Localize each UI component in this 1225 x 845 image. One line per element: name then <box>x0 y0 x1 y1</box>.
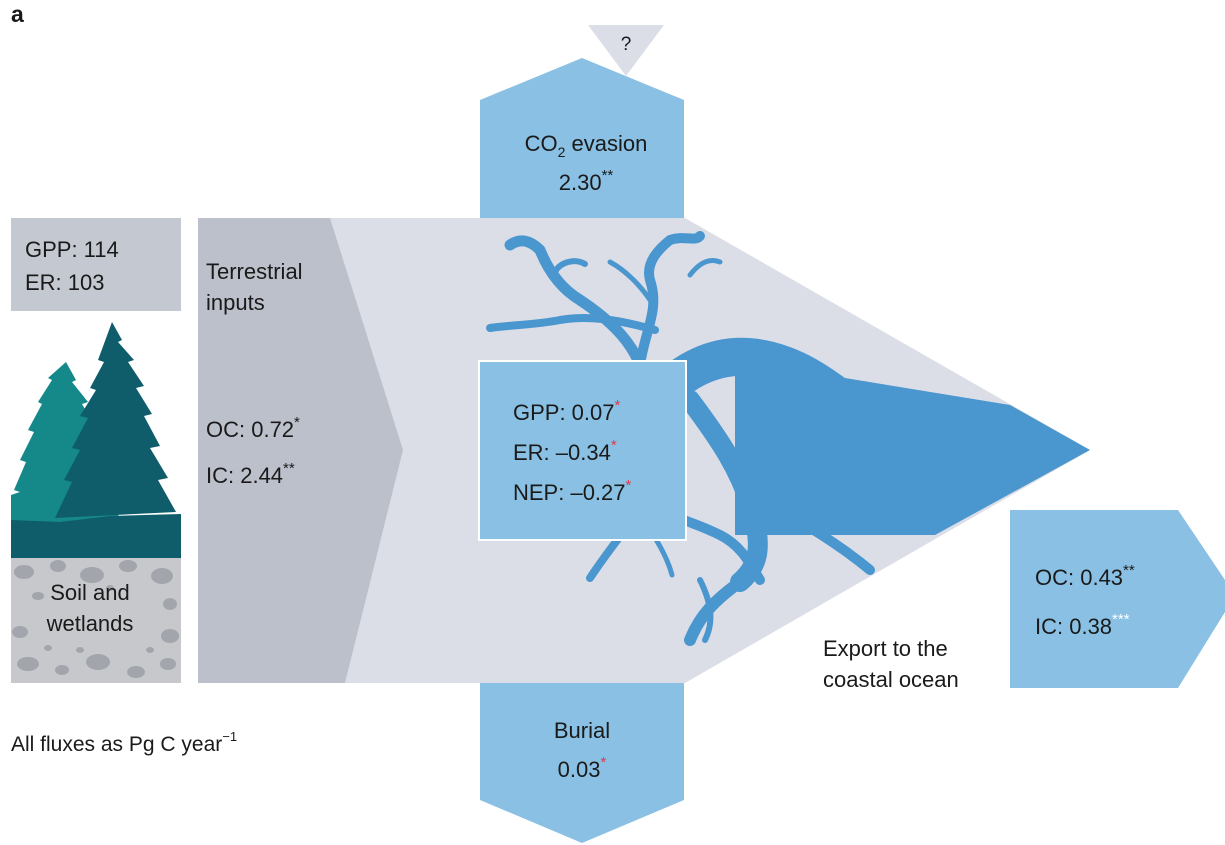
export-caption-line1: Export to the <box>823 636 948 661</box>
export-caption-line2: coastal ocean <box>823 667 959 692</box>
co2-evasion-arrow <box>480 58 684 218</box>
question-mark: ? <box>621 34 632 55</box>
soil-label-line2: wetlands <box>46 611 134 636</box>
river-gpp: GPP: 0.07* <box>513 397 621 425</box>
terrestrial-ic-stars: ** <box>283 460 295 477</box>
terrestrial-oc: OC: 0.72* <box>206 414 300 442</box>
question-triangle <box>588 25 664 76</box>
forest-illustration <box>11 322 181 560</box>
burial-arrow <box>480 683 684 843</box>
river-er: ER: –0.34* <box>513 437 617 465</box>
co2-evasion-value: 2.30** <box>559 167 614 195</box>
burial-value: 0.03* <box>558 754 607 782</box>
river-network <box>486 231 1090 646</box>
land-stats-box <box>11 218 181 311</box>
river-nep: NEP: –0.27* <box>513 477 632 505</box>
co2-evasion-stars: ** <box>602 167 614 184</box>
panel-label: a <box>11 1 24 27</box>
tree-dark-icon <box>55 322 176 518</box>
export-arrow <box>1010 510 1225 688</box>
soil-label-line1: Soil and <box>50 580 130 605</box>
main-system-arrow <box>330 218 1090 683</box>
land-er: ER: 103 <box>25 270 105 295</box>
ground-icon <box>11 514 181 560</box>
river-nep-stars: * <box>626 477 632 494</box>
terrestrial-inputs-line2: inputs <box>206 290 265 315</box>
co2-evasion-title: CO2 evasion <box>525 131 648 160</box>
export-oc: OC: 0.43** <box>1035 562 1135 590</box>
terrestrial-inputs-arrow <box>198 218 403 683</box>
terrestrial-ic: IC: 2.44** <box>206 460 295 488</box>
export-ic: IC: 0.38*** <box>1035 611 1130 639</box>
units-note: All fluxes as Pg C year−1 <box>11 729 237 756</box>
land-gpp: GPP: 114 <box>25 237 119 262</box>
burial-title: Burial <box>554 718 610 743</box>
export-ic-stars: *** <box>1112 611 1130 628</box>
river-gpp-stars: * <box>615 397 621 414</box>
river-er-stars: * <box>611 437 617 454</box>
river-stats-box <box>478 360 687 541</box>
export-oc-stars: ** <box>1123 562 1135 579</box>
burial-stars: * <box>600 754 606 771</box>
terrestrial-oc-stars: * <box>294 414 300 431</box>
terrestrial-inputs-line1: Terrestrial <box>206 259 303 284</box>
soil-stones-icon <box>12 560 179 678</box>
